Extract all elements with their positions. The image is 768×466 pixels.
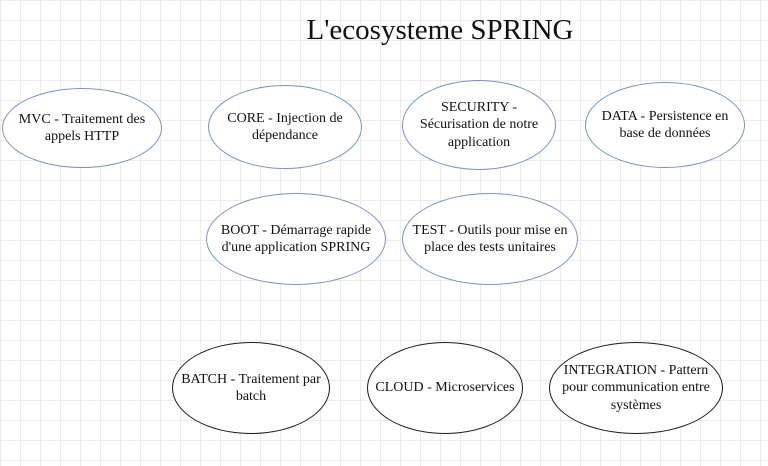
node-data[interactable]: DATA - Persistence en base de données (585, 82, 745, 168)
node-batch[interactable]: BATCH - Traitement par batch (172, 342, 330, 434)
node-test[interactable]: TEST - Outils pour mise en place des tes… (402, 193, 578, 285)
node-cloud-label: CLOUD - Microservices (375, 380, 515, 396)
node-mvc[interactable]: MVC - Traitement des appels HTTP (2, 88, 162, 168)
node-batch-label: BATCH - Traitement par batch (181, 371, 321, 404)
node-boot-label: BOOT - Démarrage rapide d'une applicatio… (220, 222, 372, 255)
node-security[interactable]: SECURITY - Sécurisation de notre applica… (402, 80, 556, 170)
node-integration-label: INTEGRATION - Pattern pour communication… (562, 363, 710, 413)
node-core-label: CORE - Injection de dépendance (227, 110, 343, 143)
node-test-label: TEST - Outils pour mise en place des tes… (412, 222, 568, 255)
node-core[interactable]: CORE - Injection de dépendance (208, 85, 362, 169)
node-integration[interactable]: INTEGRATION - Pattern pour communication… (549, 342, 723, 434)
node-mvc-label: MVC - Traitement des appels HTTP (18, 111, 146, 144)
node-boot[interactable]: BOOT - Démarrage rapide d'une applicatio… (206, 193, 386, 285)
node-security-label: SECURITY - Sécurisation de notre applica… (419, 100, 539, 150)
diagram-title: L'ecosysteme SPRING (306, 14, 574, 46)
node-cloud[interactable]: CLOUD - Microservices (367, 342, 523, 434)
node-data-label: DATA - Persistence en base de données (601, 108, 729, 141)
